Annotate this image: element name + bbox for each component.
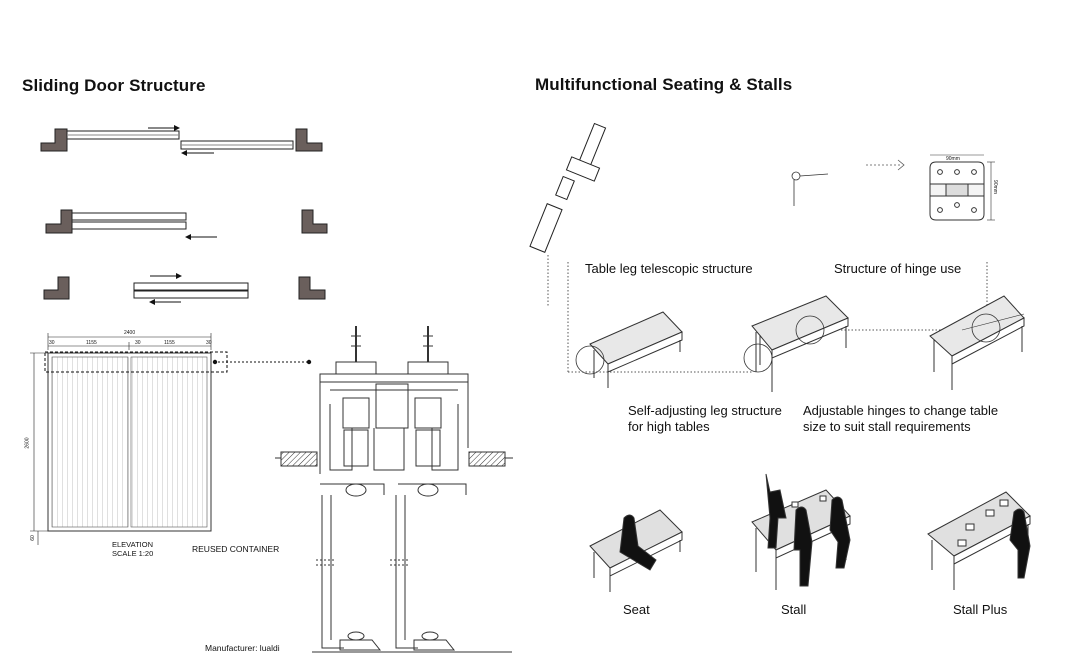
- self-adjust-line2: for high tables: [628, 419, 710, 434]
- table-high: [743, 295, 849, 392]
- dim-30-mid: 30: [135, 340, 141, 346]
- dim-1155-b: 1155: [164, 340, 175, 346]
- hinge-use-label: Structure of hinge use: [834, 261, 962, 276]
- mode-stall-label: Stall: [781, 602, 807, 617]
- dim-height: 2600: [24, 437, 31, 449]
- hinge-plate-drawing: [929, 154, 995, 221]
- adjust-hinge-label: Adjustable hinges to change table size t…: [803, 403, 998, 435]
- sliding-door-title: Sliding Door Structure: [22, 76, 206, 95]
- adjust-hinge-line2: size to suit stall requirements: [803, 419, 971, 434]
- dim-30-b: 30: [206, 340, 212, 346]
- table-low: [575, 311, 683, 388]
- telescopic-leg-drawing: [529, 122, 607, 306]
- adjust-hinge-line1: Adjustable hinges to change table: [803, 403, 999, 418]
- elevation-caption-line1: ELEVATION: [112, 540, 153, 549]
- telescopic-label: Table leg telescopic structure: [585, 261, 753, 276]
- seat-illustration: [589, 509, 683, 592]
- hinge-width-dim: 90mm: [946, 156, 960, 162]
- dim-60: 60: [29, 535, 36, 541]
- self-adjust-label: Self-adjusting leg structure for high ta…: [628, 403, 782, 435]
- hinge-side-drawing: [791, 159, 905, 206]
- stall-plus-illustration: [927, 491, 1031, 590]
- dim-30-a: 30: [49, 340, 55, 346]
- door-elevation: [30, 333, 312, 545]
- hinge-height-dim: 90mm: [991, 180, 998, 194]
- elevation-caption: ELEVATION SCALE 1:20: [112, 540, 153, 558]
- self-adjust-line1: Self-adjusting leg structure: [628, 403, 782, 418]
- door-plan-half-open: [45, 209, 328, 240]
- dim-overall: 2400: [124, 330, 136, 336]
- door-plan-closed: [40, 125, 323, 156]
- dim-1155-a: 1155: [86, 340, 97, 346]
- reused-container-label: REUSED CONTAINER: [192, 544, 280, 554]
- seating-title: Multifunctional Seating & Stalls: [535, 75, 793, 94]
- manufacturer-label: Manufacturer: lualdi: [205, 643, 280, 653]
- elevation-caption-line2: SCALE 1:20: [112, 549, 154, 558]
- mode-seat-label: Seat: [623, 602, 650, 617]
- track-section-detail: [275, 326, 513, 653]
- stall-illustration: [751, 473, 851, 590]
- mode-stall-plus-label: Stall Plus: [953, 602, 1008, 617]
- door-plan-open: [43, 273, 326, 305]
- table-extended: [929, 295, 1025, 390]
